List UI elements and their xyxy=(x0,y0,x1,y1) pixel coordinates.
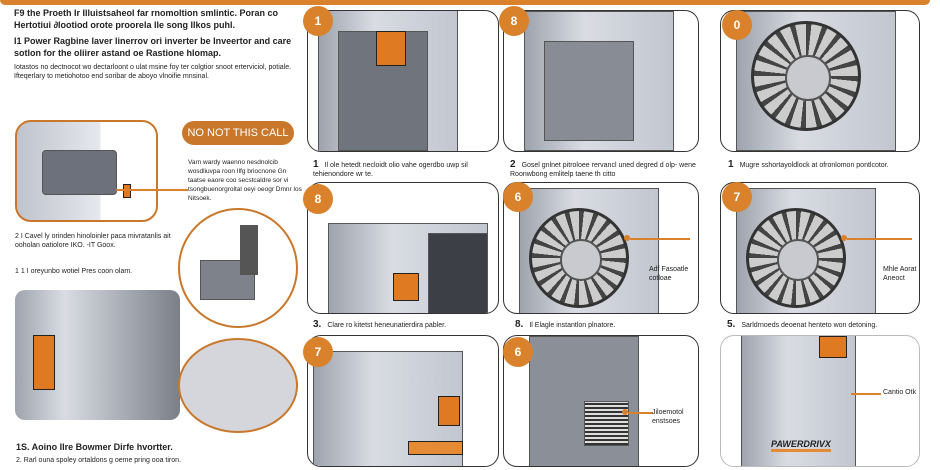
caption-text: Il ole hetedt necloidt olio vahe ogerdbo… xyxy=(313,162,468,178)
cable-illustration xyxy=(240,225,258,275)
panel-5: Adf Fasoatle cotloae xyxy=(503,182,699,314)
panel-1 xyxy=(307,10,499,152)
breaker-module xyxy=(376,31,406,66)
warning-label xyxy=(819,336,847,358)
leader-line xyxy=(851,393,881,395)
caption-4: 3. Clare ro kitetst heneunatierdira pable… xyxy=(313,320,498,330)
terminal-label xyxy=(393,273,419,301)
annotation: Jiloemotol enstsoes xyxy=(652,409,684,425)
left-step-2: 2 I Cavel ly orinden hinoloinler paca mi… xyxy=(15,233,171,249)
caption-text: Il Elagle instantlon plnatore. xyxy=(529,322,616,329)
fan-icon xyxy=(529,208,629,308)
panel-3 xyxy=(720,10,920,152)
caption-number: 2 xyxy=(510,159,516,170)
panel-2 xyxy=(503,10,699,152)
panel-4 xyxy=(307,182,499,314)
fan-icon xyxy=(746,208,846,308)
callout-pill: NO NOT THIS CALL xyxy=(182,121,294,145)
caption-6: 5. Sarldrnoeds deoenat henteto won detoni… xyxy=(727,320,927,330)
inset-connector xyxy=(15,120,158,222)
caption-5: 8. Il Elagle instantlon plnatore. xyxy=(515,320,705,330)
step-badge: 7 xyxy=(303,337,333,367)
intro-body: Iotastos no dectnocot wo dectarloont o u… xyxy=(14,64,292,80)
step-badge: 1 xyxy=(303,6,333,36)
top-accent-bar xyxy=(0,0,930,5)
footer-title: 1S. Aoino Ilre Bowmer Dirfe hvortter. xyxy=(16,442,173,452)
caption-number: 8. xyxy=(515,319,524,330)
caption-text: Gosel gnlnet pitroloee rervancl uned deg… xyxy=(510,162,696,178)
leader-line xyxy=(116,189,188,191)
left-step-1: 1 1 I oreyunbo wotiel Pres coon olam. xyxy=(15,268,133,275)
caption-number: 3. xyxy=(313,319,322,330)
connector-tag xyxy=(123,184,131,198)
leader-line xyxy=(628,412,653,414)
step-badge: 6 xyxy=(503,337,533,367)
brand-logo: PAWERDRIVX xyxy=(771,439,831,452)
panel-8: Jiloemotol enstsoes xyxy=(503,335,699,467)
brand-label xyxy=(408,441,463,455)
annotation: Adf Fasoatle cotloae xyxy=(649,266,689,282)
connector-illustration xyxy=(42,150,117,195)
caption-3: 1 Mugre sshortayoldlock at ofronlomon pon… xyxy=(728,160,928,170)
caption-text: Mugre sshortayoldlock at ofronlomon pont… xyxy=(739,162,889,169)
caption-number: 5. xyxy=(727,319,736,330)
intro-block: F9 the Proeth Ir Illuistsaheol far rnomo… xyxy=(14,7,306,81)
panel-7 xyxy=(307,335,499,467)
cabinet-interior xyxy=(544,41,634,141)
footer-step: 2. Rarl ouna spoley ortaldons g oeme pri… xyxy=(16,457,181,464)
step-badge: 8 xyxy=(499,6,529,36)
callout-text: Varn wardy waenno nesdnolcib wosdliuvpa … xyxy=(188,159,302,202)
intro-heading: I1 Power Ragbine laver linerrov ori inve… xyxy=(14,36,292,58)
step-badge: 0 xyxy=(722,10,752,40)
caption-number: 1 xyxy=(728,159,734,170)
caption-number: 1 xyxy=(313,159,319,170)
caption-text: Sarldrnoeds deoenat henteto won detoning… xyxy=(741,322,878,329)
caption-text: Clare ro kitetst heneunatierdira pabler. xyxy=(327,322,447,329)
leader-line xyxy=(630,238,690,240)
annotation: Cantio Otk xyxy=(883,389,917,396)
step-badge: 6 xyxy=(503,182,533,212)
fan-icon xyxy=(751,21,861,131)
step-badge: 7 xyxy=(722,182,752,212)
inset-inverter-open xyxy=(15,290,180,420)
callout-dot xyxy=(624,235,630,241)
callout-dot xyxy=(841,235,847,241)
heatsink xyxy=(428,233,488,313)
warning-label xyxy=(438,396,460,426)
step-badge: 8 xyxy=(303,184,333,214)
panel-9: Cantio Otk PAWERDRIVX xyxy=(720,335,920,467)
annotation: Mhle Aorat Aneoct xyxy=(883,266,917,282)
inset-cable-circle xyxy=(178,208,298,328)
filter-grid xyxy=(584,401,629,446)
leader-line xyxy=(847,238,912,240)
callout-dot xyxy=(622,409,628,415)
intro-text: F9 the Proeth Ir Illuistsaheol far rnomo… xyxy=(14,8,279,30)
panel-6: Mhle Aorat Aneoct xyxy=(720,182,920,314)
inset-detail-circle xyxy=(178,338,298,433)
module-label xyxy=(33,335,55,390)
